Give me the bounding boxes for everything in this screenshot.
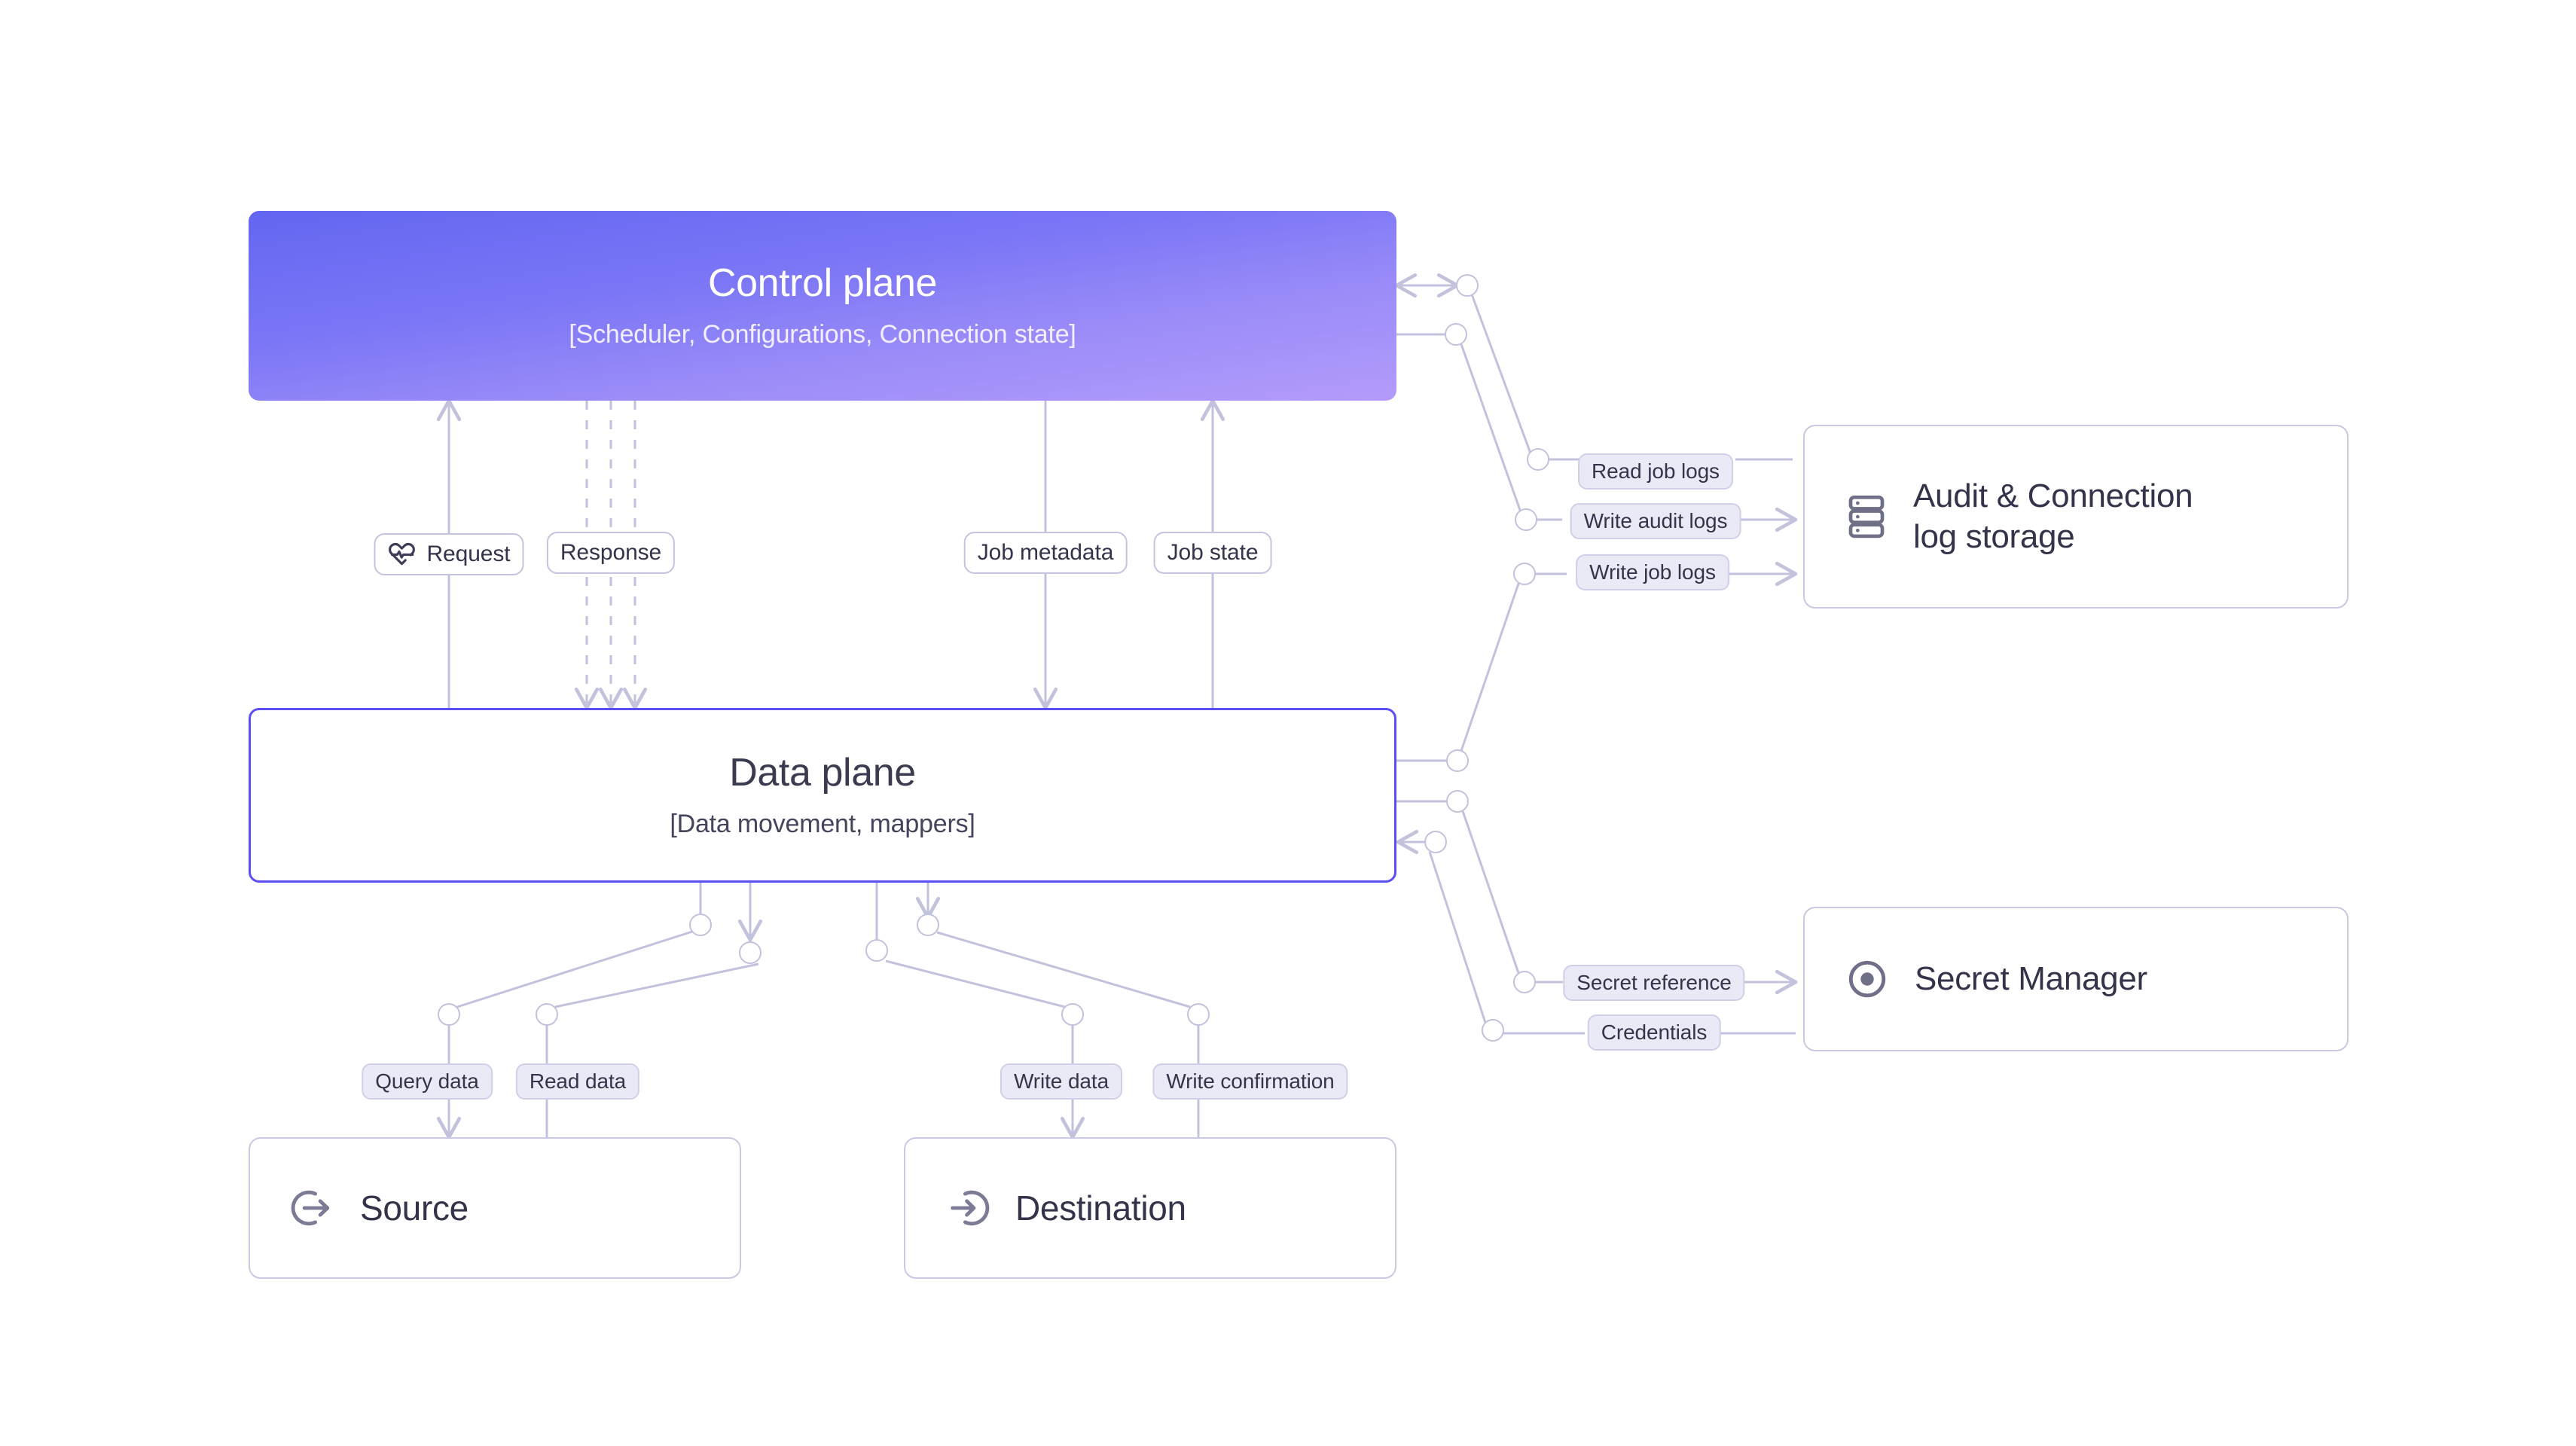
edge-label-secret-reference[interactable]: Secret reference [1563,965,1745,1001]
edge-label-job-metadata[interactable]: Job metadata [963,532,1128,574]
edge-label-credentials[interactable]: Credentials [1587,1014,1721,1051]
link-node-secret-reference-dp [1446,790,1469,813]
control-plane-box[interactable]: Control plane [Scheduler, Configurations… [249,211,1396,401]
audit-log-storage-card[interactable]: Audit & Connection log storage [1803,425,2349,609]
edge-label-response-text: Response [560,540,662,565]
edge-label-write-data[interactable]: Write data [1000,1063,1123,1100]
destination-card[interactable]: Destination [904,1137,1396,1279]
edge-label-credentials-text: Credentials [1601,1020,1708,1044]
link-node-write-data-chip [1061,1003,1084,1026]
edge-label-secret-reference-text: Secret reference [1576,971,1732,994]
source-card[interactable]: Source [249,1137,741,1279]
data-plane-subtitle: [Data movement, mappers] [670,810,975,839]
edge-label-write-job-logs-text: Write job logs [1589,560,1716,584]
secret-manager-card[interactable]: Secret Manager [1803,907,2349,1051]
link-node-read-data-dp [739,941,762,964]
audit-log-storage-label: Audit & Connection log storage [1913,476,2193,557]
edge-label-read-job-logs[interactable]: Read job logs [1578,453,1733,490]
link-node-read-data-chip [536,1003,558,1026]
link-node-query-data-dp [689,914,712,936]
edge-label-query-data-text: Query data [375,1069,479,1093]
edge-label-job-metadata-text: Job metadata [977,540,1114,565]
link-node-credentials-dp [1424,831,1447,853]
source-label: Source [360,1188,469,1228]
edge-label-write-audit-logs-text: Write audit logs [1583,509,1728,532]
secret-manager-label: Secret Manager [1915,960,2147,998]
link-node-secret-reference-chip [1513,971,1536,993]
target-circle-icon [1848,960,1886,998]
audit-log-storage-label-line2: log storage [1913,518,2075,555]
log-in-icon [951,1190,990,1226]
destination-label: Destination [1015,1188,1186,1228]
link-node-write-job-logs-chip [1513,563,1536,585]
edge-label-write-confirmation-text: Write confirmation [1166,1069,1335,1093]
edge-label-job-state-text: Job state [1167,540,1259,565]
edge-label-read-data-text: Read data [529,1069,627,1093]
log-out-icon [291,1190,330,1226]
link-node-write-audit-logs-cp [1445,323,1467,346]
control-plane-subtitle: [Scheduler, Configurations, Connection s… [569,320,1076,349]
edge-label-write-data-text: Write data [1013,1069,1109,1093]
link-node-write-audit-logs-chip [1515,508,1537,531]
edge-label-response[interactable]: Response [546,532,676,574]
link-node-write-confirmation-dp [917,914,939,936]
server-stack-icon [1848,496,1885,538]
heart-pulse-icon [389,542,415,566]
edge-label-request-text: Request [426,541,511,566]
edge-label-request[interactable]: Request [374,533,524,575]
link-node-write-data-dp [865,939,888,962]
data-plane-box[interactable]: Data plane [Data movement, mappers] [249,708,1396,883]
link-node-write-confirmation-chip [1187,1003,1210,1026]
edge-label-write-confirmation[interactable]: Write confirmation [1152,1063,1348,1100]
audit-log-storage-label-line1: Audit & Connection [1913,477,2193,515]
edge-label-read-data[interactable]: Read data [515,1063,640,1100]
edge-label-read-job-logs-text: Read job logs [1592,459,1720,483]
control-plane-title: Control plane [707,261,938,305]
link-node-read-job-logs-chip [1527,448,1549,471]
link-node-credentials-chip [1482,1019,1504,1042]
link-node-query-data-chip [438,1003,460,1026]
link-node-read-job-logs-cp [1456,274,1479,297]
edge-label-query-data[interactable]: Query data [362,1063,493,1100]
edge-label-job-state[interactable]: Job state [1153,532,1272,574]
edge-label-write-audit-logs[interactable]: Write audit logs [1570,503,1741,539]
edge-label-write-job-logs[interactable]: Write job logs [1576,554,1729,590]
data-plane-title: Data plane [729,750,916,795]
link-node-write-job-logs-dp [1446,749,1469,772]
